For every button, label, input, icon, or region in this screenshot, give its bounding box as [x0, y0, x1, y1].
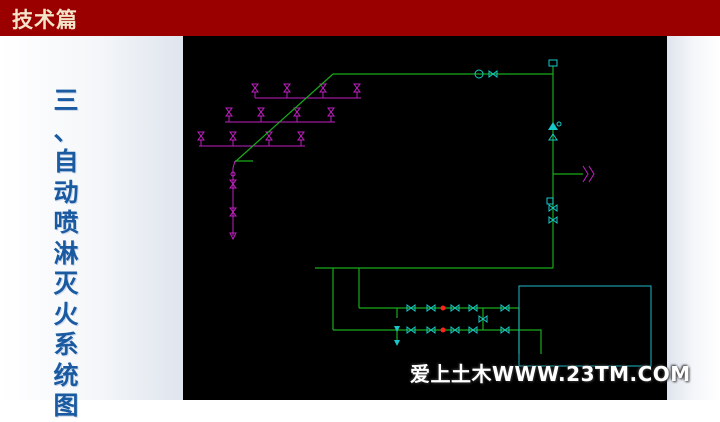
alarm-check-valve: [548, 121, 562, 141]
title-char: 灭: [53, 269, 79, 298]
sprinkler-system-diagram: [183, 36, 667, 400]
title-char: 喷: [53, 208, 79, 237]
title-char: 自: [53, 147, 79, 176]
inlet-connector: [582, 165, 595, 183]
watermark-text: 爱上土木WWW.23TM.COM: [410, 362, 691, 386]
drain-riser: [229, 160, 237, 241]
sprinkler-grid: [199, 92, 361, 147]
title-char: 动: [53, 177, 79, 207]
title-char: 统: [53, 360, 79, 390]
title-char: 火: [53, 299, 79, 329]
right-margin-panel: [667, 36, 720, 400]
title-char: 三: [53, 86, 79, 115]
section-title: 技术篇: [12, 8, 78, 32]
drain-fittings: [229, 171, 237, 217]
top-valve-set: [474, 59, 558, 79]
pump-connections: [332, 268, 542, 354]
title-char: 系: [53, 330, 79, 359]
title-char: 淋: [53, 238, 79, 268]
sprinkler-heads: [197, 83, 361, 141]
pump-room-box: [518, 285, 652, 367]
pump-valves: [394, 304, 510, 346]
header-bar: 技术篇: [0, 0, 720, 36]
feed-main: [234, 73, 481, 163]
diagram-svg: [197, 59, 652, 367]
title-char: 图: [53, 391, 79, 420]
title-char: 、: [53, 116, 79, 146]
slide-title-vertical: 三 、 自 动 喷 淋 灭 火 系 统 图: [50, 86, 82, 422]
lower-valve-set: [546, 197, 558, 224]
main-supply: [315, 66, 583, 269]
sidebar-panel: 三 、 自 动 喷 淋 灭 火 系 统 图: [0, 36, 183, 420]
